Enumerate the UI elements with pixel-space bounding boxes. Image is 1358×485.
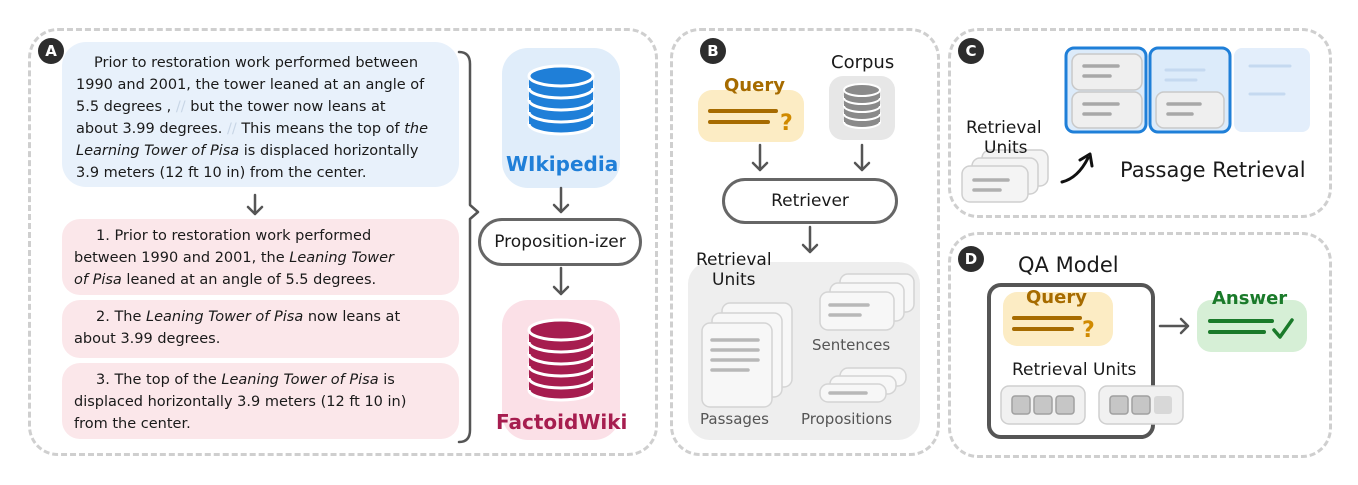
query-label: Query [724, 75, 785, 96]
para-line-2: 1990 and 2001, the tower leaned at an an… [76, 77, 425, 93]
proposition-2: 2. The Leaning Tower of Pisa now leans a… [62, 300, 459, 358]
panel-d [948, 232, 1332, 458]
d-retrieval-units-label: Retrieval Units [1012, 360, 1137, 380]
query-card[interactable] [698, 90, 804, 142]
separator: // [175, 99, 186, 115]
c-units-label-1: Retrieval [966, 118, 1042, 138]
para-line-6: 3.9 meters (12 ft 10 in) from the center… [76, 165, 367, 181]
passages-label: Passages [700, 410, 769, 428]
retrieval-units-label-2: Units [712, 270, 756, 290]
retrieval-units-label-1: Retrieval [696, 250, 772, 270]
panel-c [948, 28, 1332, 218]
para-line-5: Learning Tower of Pisa is displaced hori… [76, 143, 419, 159]
source-paragraph: Prior to restoration work performed betw… [62, 42, 459, 187]
answer-label: Answer [1212, 288, 1288, 309]
badge-a: A [38, 38, 64, 64]
para-line-4: about 3.99 degrees. // This means the to… [76, 121, 429, 137]
d-query-label: Query [1026, 287, 1087, 308]
proposition-izer-label: Proposition-izer [494, 232, 626, 252]
badge-b: B [700, 38, 726, 64]
corpus-card [829, 76, 895, 140]
para-line-3: 5.5 degrees , // but the tower now leans… [76, 99, 386, 115]
qa-model-box [987, 283, 1155, 439]
panel-a [28, 28, 658, 456]
badge-c: C [958, 38, 984, 64]
propositions-label: Propositions [801, 410, 893, 428]
retriever-box: Retriever [722, 178, 898, 224]
proposition-1: 1. Prior to restoration work performed b… [62, 219, 459, 295]
panel-b [670, 28, 940, 456]
badge-d: D [958, 246, 984, 272]
retriever-label: Retriever [771, 191, 849, 211]
proposition-3: 3. The top of the Leaning Tower of Pisa … [62, 363, 459, 439]
separator: // [226, 121, 237, 137]
c-units-label-2: Units [984, 138, 1028, 158]
corpus-label: Corpus [831, 52, 895, 73]
factoidwiki-label: FactoidWiki [496, 410, 628, 434]
wikipedia-label: WIkipedia [506, 152, 619, 176]
qa-model-label: QA Model [1018, 253, 1119, 277]
proposition-izer-box: Proposition-izer [478, 218, 642, 266]
passage-retrieval-label: Passage Retrieval [1120, 158, 1306, 182]
sentences-label: Sentences [812, 336, 891, 354]
para-line-1: Prior to restoration work performed betw… [94, 55, 419, 71]
